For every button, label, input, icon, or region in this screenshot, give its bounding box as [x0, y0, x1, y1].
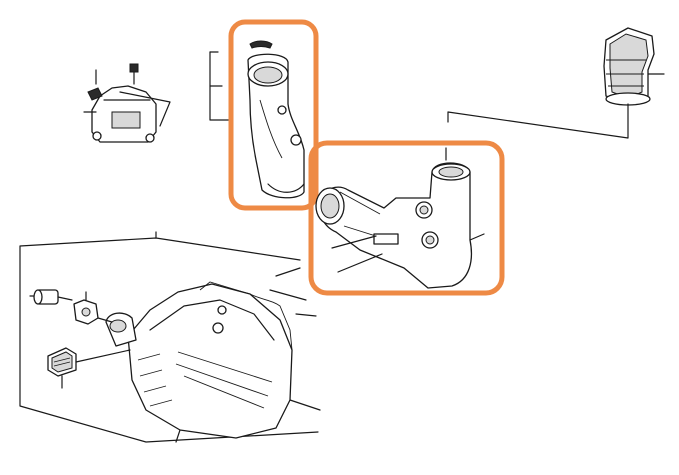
mount-bracket: [83, 63, 171, 143]
filter-element-cartridge: [47, 347, 131, 389]
drain-plug: [29, 289, 73, 305]
air-cleaner-case-assembly: [105, 281, 293, 443]
intake-duct-tube: [209, 40, 305, 199]
throttle-body-joint: [315, 147, 485, 289]
hose-clamp-nut: [73, 291, 113, 325]
rubber-connecting-boot: [603, 27, 665, 106]
highlight-box-duct: [228, 19, 319, 211]
highlight-box-throttle-joint: [308, 140, 505, 296]
leader-line-boot: [447, 103, 629, 139]
